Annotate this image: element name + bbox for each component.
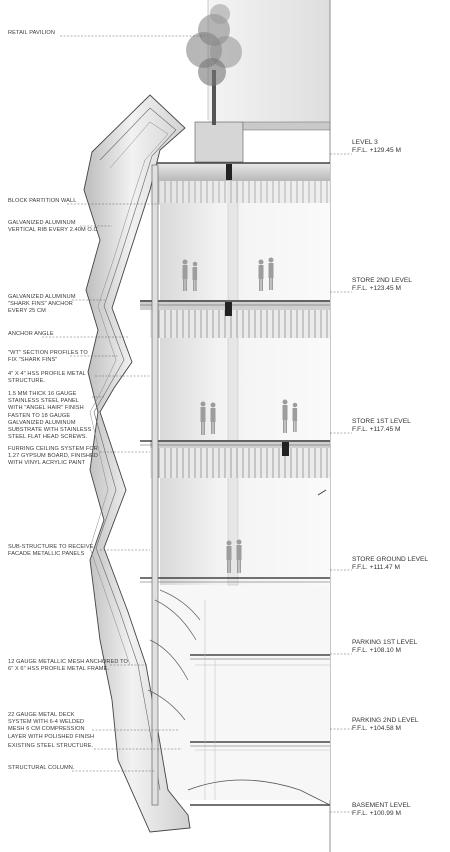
level-name: BASEMENT LEVEL: [352, 802, 411, 809]
level-label-parking-1st: PARKING 1ST LEVEL F.F.L. +108.10 m: [352, 639, 417, 655]
steel-beams: [225, 164, 289, 456]
level-label-store-2nd: STORE 2ND LEVEL F.F.L. +123.45 m: [352, 277, 412, 293]
tree-illustration: [186, 4, 242, 125]
label-sub-structure: SUB-STRUCTURE TO RECEIVE FACADE METALLIC…: [8, 544, 94, 558]
level-label-level-3: LEVEL 3 F.F.L. +129.45 m: [352, 139, 401, 155]
label-wt-section: "WT" SECTION PROFILES TO FIX "SHARK FINS…: [8, 350, 88, 364]
label-existing-steel: EXISTING STEEL STRUCTURE.: [8, 743, 94, 749]
label-metal-deck: 22 GAUGE METAL DECK SYSTEM WITH 6-4 WELD…: [8, 712, 95, 740]
label-block-partition-wall: BLOCK PARTITION WALL: [8, 198, 77, 204]
parking-ramp-structure: [147, 589, 201, 721]
label-hss-profile: 4" X 4" HSS PROFILE METAL STRUCTURE.: [8, 371, 86, 385]
label-furring-ceiling: FURRING CEILING SYSTEM FOR 1.27 GYPSUM B…: [8, 446, 99, 467]
level-name: STORE GROUND LEVEL: [352, 556, 429, 563]
level-ffl: F.F.L. +108.10 m: [352, 647, 401, 654]
ceiling-slabs: [140, 163, 330, 478]
level-ffl: F.F.L. +123.45 m: [352, 285, 401, 292]
label-anchor-angle: ANCHOR ANGLE: [8, 331, 54, 337]
roof-planter: [194, 121, 244, 163]
label-mesh-anchored: 12 GAUGE METALLIC MESH ANCHORED TO 6" X …: [8, 659, 128, 673]
facade-skin: [83, 94, 191, 833]
interior-volume: [160, 165, 330, 585]
level-name: STORE 2ND LEVEL: [352, 277, 412, 284]
label-galvanized-anchor: GALVANIZED ALUMINUM "SHARK FINS" ANCHOR …: [8, 294, 76, 315]
level-name: PARKING 2ND LEVEL: [352, 717, 419, 724]
level-ffl: F.F.L. +117.45 m: [352, 426, 401, 433]
level-name: LEVEL 3: [352, 139, 378, 146]
level-ffl: F.F.L. +111.47 m: [352, 564, 400, 571]
label-structural-column: STRUCTURAL COLUMN.: [8, 765, 75, 771]
label-retail-pavilion: RETAIL PAVILION: [8, 30, 55, 36]
annotation-leaders: [42, 35, 205, 772]
label-steel-panel: 1.5 MM THICK 16 GAUGE STAINLESS STEEL PA…: [8, 391, 92, 441]
level-leaders: [330, 153, 352, 813]
level-label-store-1st: STORE 1ST LEVEL F.F.L. +117.45 m: [352, 418, 411, 434]
facade-bottom-curve: [187, 779, 331, 806]
level-ffl: F.F.L. +129.45 m: [352, 147, 401, 154]
people-figures: [182, 257, 298, 573]
level-label-store-ground: STORE GROUND LEVEL F.F.L. +111.47 m: [352, 556, 428, 572]
level-label-parking-2nd: PARKING 2ND LEVEL F.F.L. +104.58 m: [352, 717, 419, 733]
level-name: PARKING 1ST LEVEL: [352, 639, 418, 646]
label-galvanized-rib: GALVANIZED ALUMINUM VERTICAL RIB EVERY 2…: [8, 220, 98, 234]
floor-slabs: [140, 162, 330, 806]
level-ffl: F.F.L. +100.99 m: [352, 810, 401, 817]
level-label-basement: BASEMENT LEVEL F.F.L. +100.99 m: [352, 802, 411, 818]
level-name: STORE 1ST LEVEL: [352, 418, 411, 425]
level-ffl: F.F.L. +104.58 m: [352, 725, 401, 732]
structural-column: [151, 164, 159, 806]
central-shaft: [227, 174, 239, 586]
